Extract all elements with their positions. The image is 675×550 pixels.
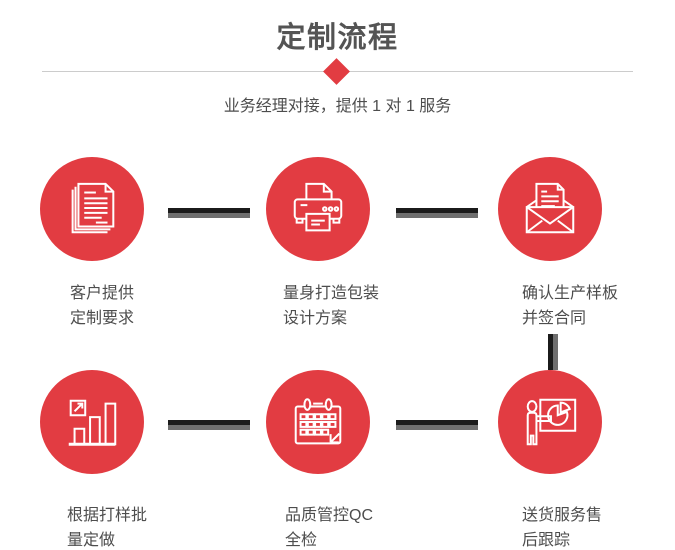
connector-horizontal	[168, 420, 250, 430]
step-label: 送货服务售 后跟踪	[522, 503, 602, 550]
step-label-line: 确认生产样板	[522, 285, 619, 302]
bar-chart-icon	[61, 391, 123, 453]
step-circle	[498, 157, 602, 261]
connector-horizontal	[396, 208, 478, 218]
step-circle	[266, 157, 370, 261]
step-circle	[266, 370, 370, 474]
step-label-line: 量定做	[67, 532, 116, 549]
step-label-line: 设计方案	[283, 310, 348, 327]
envelope-icon	[519, 178, 581, 240]
connector-horizontal	[168, 208, 250, 218]
step-label: 客户提供 定制要求	[70, 281, 134, 331]
step-label-line: 后跟踪	[522, 532, 571, 549]
presentation-icon	[519, 391, 581, 453]
step-label: 根据打样批 量定做	[67, 503, 147, 550]
step-circle	[40, 370, 144, 474]
step-label-line: 并签合同	[522, 310, 587, 327]
step-label-line: 品质管控QC	[285, 507, 374, 524]
step-circle	[40, 157, 144, 261]
step-label: 量身打造包装 设计方案	[283, 281, 379, 331]
step-label-line: 根据打样批	[67, 507, 148, 524]
documents-icon	[61, 178, 123, 240]
printer-icon	[287, 178, 349, 240]
step-label: 确认生产样板 并签合同	[522, 281, 618, 331]
diamond-icon	[323, 58, 350, 85]
step-circle	[498, 370, 602, 474]
step-label-line: 全检	[285, 532, 318, 549]
connector-horizontal	[396, 420, 478, 430]
step-label: 品质管控QC 全检	[285, 503, 373, 550]
step-label-line: 定制要求	[70, 310, 135, 327]
calendar-icon	[287, 391, 349, 453]
subtitle: 业务经理对接，提供 1 对 1 服务	[223, 98, 452, 115]
page-title: 定制流程	[276, 22, 399, 54]
connector-vertical	[548, 334, 558, 370]
step-label-line: 送货服务售	[522, 507, 603, 524]
step-label-line: 量身打造包装	[283, 285, 380, 302]
step-label-line: 客户提供	[70, 285, 135, 302]
